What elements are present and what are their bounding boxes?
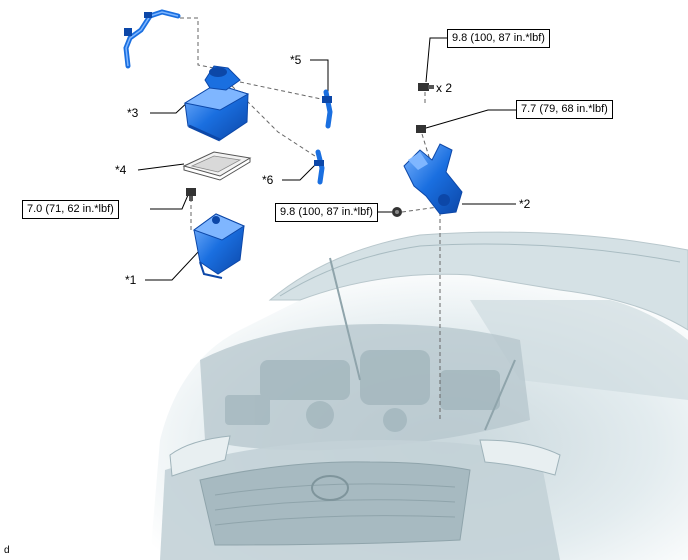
torque-spec-top: 9.8 (100, 87 in.*lbf) xyxy=(447,29,550,48)
torque-spec-left: 7.0 (71, 62 in.*lbf) xyxy=(22,200,119,219)
part-label-1: *1 xyxy=(125,273,137,287)
bolt-part-1 xyxy=(186,188,196,201)
vehicle-illustration xyxy=(150,231,688,560)
part-label-3: *3 xyxy=(127,106,139,120)
bolts-part-2 xyxy=(392,83,434,217)
hose-part-5 xyxy=(322,89,333,129)
part-label-6: *6 xyxy=(262,173,274,187)
hose-part-6 xyxy=(314,149,325,185)
air-filter-element-part-4 xyxy=(182,151,252,181)
part-label-4: *4 xyxy=(115,163,127,177)
part-label-5: *5 xyxy=(290,53,302,67)
torque-spec-middle: 9.8 (100, 87 in.*lbf) xyxy=(275,203,378,222)
vacuum-hose-assembly xyxy=(123,9,181,69)
figure-corner-mark: d xyxy=(4,545,10,556)
air-cleaner-case-part-1 xyxy=(192,213,246,279)
air-cleaner-cap-part-3 xyxy=(183,65,250,142)
bracket-part-2 xyxy=(403,143,463,215)
torque-spec-upper-right: 7.7 (79, 68 in.*lbf) xyxy=(516,100,613,119)
label-leaders xyxy=(137,37,517,281)
bolt-quantity-label: x 2 xyxy=(436,81,453,95)
part-label-2: *2 xyxy=(519,197,531,211)
